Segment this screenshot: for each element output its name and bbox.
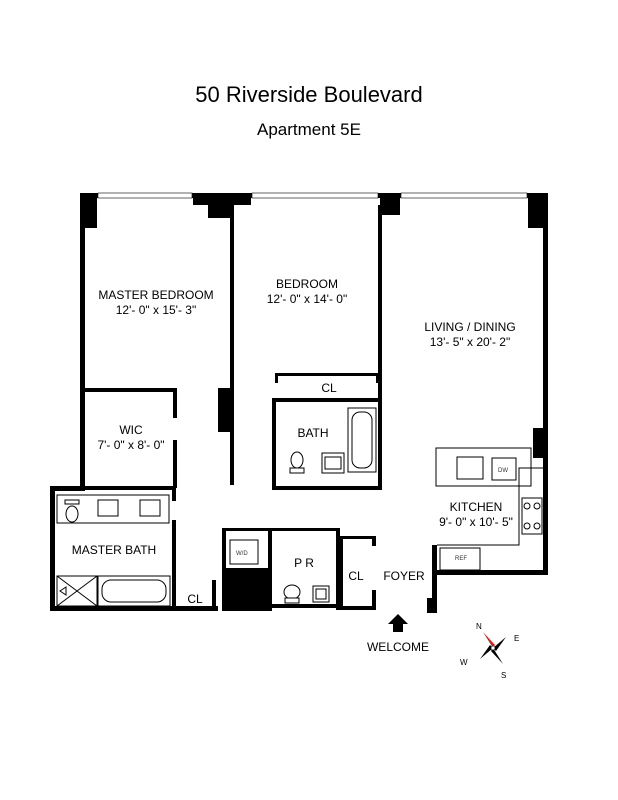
- dishwasher-label: DW: [498, 468, 508, 474]
- bath-label: BATH: [297, 426, 328, 440]
- compass-west-label: W: [460, 658, 468, 667]
- refrigerator-label: REF: [455, 556, 467, 562]
- master-bath-vanity: [56, 494, 170, 524]
- master-bedroom-label: MASTER BEDROOM: [98, 288, 213, 302]
- living-dining-dims: 13'- 5" x 20'- 2": [430, 335, 510, 349]
- apartment-subtitle: Apartment 5E: [257, 120, 361, 139]
- windows: [97, 192, 528, 199]
- entry-arrow-icon: [388, 614, 408, 632]
- master-bedroom-dims: 12'- 0" x 15'- 3": [116, 303, 196, 317]
- washer-dryer: [229, 539, 259, 565]
- master-bath-closet-label: CL: [187, 592, 203, 606]
- master-bath-shower: [56, 575, 98, 607]
- compass-north-label: N: [476, 622, 482, 631]
- compass-south-label: S: [501, 671, 506, 680]
- bedroom-dims: 12'- 0" x 14'- 0": [267, 292, 347, 306]
- master-bath-tub: [97, 575, 171, 607]
- master-bath-label: MASTER BATH: [72, 543, 156, 557]
- foyer-closet-label: CL: [348, 569, 364, 583]
- bath-toilet: [289, 451, 305, 474]
- wic-label: WIC: [119, 423, 143, 437]
- interior-walls: [50, 205, 437, 613]
- compass-rose-icon: [480, 632, 506, 664]
- bedroom-label: BEDROOM: [276, 277, 338, 291]
- wic-dims: 7'- 0" x 8'- 0": [97, 438, 164, 452]
- powder-room-label: P R: [294, 556, 314, 570]
- property-title: 50 Riverside Boulevard: [195, 82, 423, 107]
- welcome-label: WELCOME: [367, 640, 429, 654]
- kitchen-counter: [437, 467, 543, 571]
- foyer-label: FOYER: [383, 569, 425, 583]
- living-dining-label: LIVING / DINING: [424, 320, 515, 334]
- kitchen-dims: 9'- 0" x 10'- 5": [439, 515, 513, 529]
- bath-sink: [321, 452, 345, 474]
- kitchen-island: [435, 447, 532, 487]
- bath-tub: [347, 407, 377, 473]
- compass-east-label: E: [514, 634, 519, 643]
- powder-room-fixtures: [283, 584, 330, 604]
- bedroom-closet-label: CL: [321, 381, 337, 395]
- kitchen-label: KITCHEN: [450, 500, 503, 514]
- washer-dryer-label: W/D: [236, 551, 248, 557]
- exterior-walls: [50, 193, 548, 613]
